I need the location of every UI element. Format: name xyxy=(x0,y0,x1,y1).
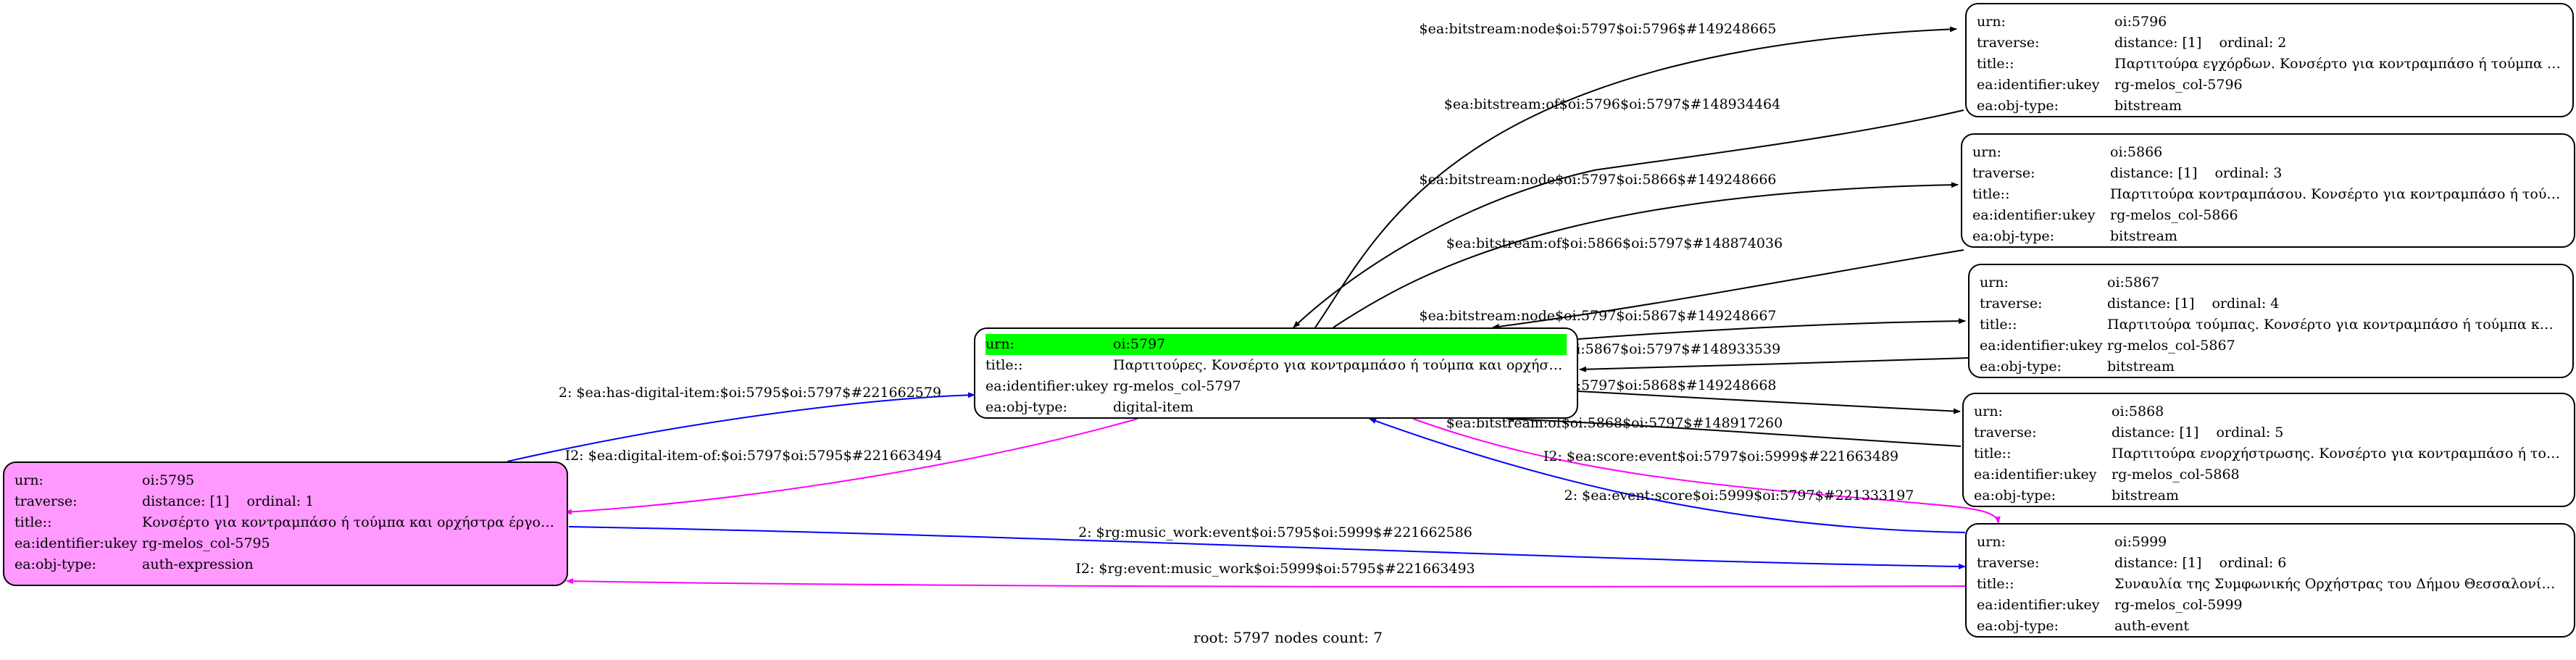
edge-label: 2: $rg:music_work:event$oi:5795$oi:5999$… xyxy=(1078,525,1472,540)
field-title: title::Παρτιτούρα ενορχήστρωσης. Κονσέρτ… xyxy=(1974,446,2564,461)
edge-label: $ea:bitstream:of$oi:5868$oi:5797$#148917… xyxy=(1446,415,1783,431)
field-obj-type: ea:obj-type:bitstream xyxy=(1977,98,2182,114)
edge-bitstream-node-5796 xyxy=(1314,26,1957,328)
edge-bitstream-of-5868 xyxy=(1506,416,1962,447)
field-traverse: traverse:distance: [1]ordinal: 2 xyxy=(1977,35,2287,51)
edge-bitstream-of-5866 xyxy=(1492,249,1964,330)
edge-music-work-event xyxy=(568,526,1966,569)
node-5866[interactable]: urn:oi:5866 traverse:distance: [1]ordina… xyxy=(1961,133,2575,248)
field-traverse: traverse:distance: [1]ordinal: 6 xyxy=(1977,555,2287,571)
node-5999[interactable]: urn:oi:5999 traverse:distance: [1]ordina… xyxy=(1965,523,2575,638)
field-title: title::Παρτιτούρα εγχόρδων. Κονσέρτο για… xyxy=(1977,56,2562,72)
edge-label: 2: $ea:event:score$oi:5999$oi:5797$#2213… xyxy=(1564,488,1914,504)
graph-footer: root: 5797 nodes count: 7 xyxy=(1193,629,1383,646)
edge-label: $ea:bitstream:node$oi:5797$oi:5796$#1492… xyxy=(1420,21,1777,37)
edge-event-score xyxy=(1369,418,1966,533)
field-title: title::Παρτιτούρα κοντραμπάσου. Κονσέρτο… xyxy=(1972,186,2564,202)
field-title: title::Συναυλία της Συμφωνικής Ορχήστρας… xyxy=(1977,576,2564,592)
edge-digital-item-of xyxy=(564,418,1138,515)
node-5796[interactable]: urn:oi:5796 traverse:distance: [1]ordina… xyxy=(1965,3,2574,117)
field-urn: urn:oi:5999 xyxy=(1977,534,2167,550)
field-traverse: traverse:distance: [1]ordinal: 4 xyxy=(1980,296,2280,312)
field-obj-type: ea:obj-type:bitstream xyxy=(1972,228,2177,244)
edge-label: I2: $rg:event:music_work$oi:5999$oi:5795… xyxy=(1075,561,1475,577)
edge-event-music-work xyxy=(566,578,1967,588)
edge-label: $ea:bitstream:node$oi:5797$oi:5867$#1492… xyxy=(1420,308,1777,324)
field-obj-type: ea:obj-type:auth-expression xyxy=(14,556,254,572)
edge-bitstream-of-5867 xyxy=(1579,357,1970,372)
field-urn: urn:oi:5796 xyxy=(1977,14,2167,30)
field-urn: urn:oi:5866 xyxy=(1972,144,2163,160)
field-traverse: traverse:distance: [1]ordinal: 1 xyxy=(14,493,314,509)
edge-label: $ea:bitstream:node$oi:5797$oi:5866$#1492… xyxy=(1420,172,1777,188)
edge-label: I2: $ea:score:event$oi:5797$oi:5999$#221… xyxy=(1543,448,1898,464)
field-obj-type: ea:obj-type:digital-item xyxy=(985,399,1193,415)
edge-label: $ea:bitstream:of$oi:5866$oi:5797$#148874… xyxy=(1446,235,1783,251)
node-5797-root[interactable]: urn:oi:5797 title::Παρτιτούρες. Κονσέρτο… xyxy=(974,327,1578,419)
field-title: title::Κονσέρτο για κοντραμπάσο ή τούμπα… xyxy=(14,514,557,530)
edge-bitstream-node-5866 xyxy=(1333,182,1959,328)
edge-score-event xyxy=(1412,418,2001,524)
field-obj-type: ea:obj-type:bitstream xyxy=(1974,488,2179,504)
edge-label: $ea:bitstream:of$oi:5796$oi:5797$#148934… xyxy=(1444,96,1780,112)
edge-label: 2: $ea:has-digital-item:$oi:5795$oi:5797… xyxy=(559,385,941,401)
edge-bitstream-node-5867 xyxy=(1577,318,1966,340)
node-5867[interactable]: urn:oi:5867 traverse:distance: [1]ordina… xyxy=(1968,264,2574,378)
field-urn: urn:oi:5797 xyxy=(985,334,1567,355)
field-urn: urn:oi:5868 xyxy=(1974,404,2164,419)
field-obj-type: ea:obj-type:bitstream xyxy=(1980,359,2175,375)
field-title: title::Παρτιτούρες. Κονσέρτο για κοντραμ… xyxy=(985,357,1567,373)
field-urn: urn:oi:5867 xyxy=(1980,275,2160,291)
node-5795[interactable]: urn:oi:5795 traverse:distance: [1]ordina… xyxy=(3,461,568,586)
edge-bitstream-node-5868 xyxy=(1577,390,1961,414)
field-title: title::Παρτιτούρα τούμπας. Κονσέρτο για … xyxy=(1980,317,2562,333)
edge-has-digital-item xyxy=(507,392,975,462)
node-5868[interactable]: urn:oi:5868 traverse:distance: [1]ordina… xyxy=(1962,393,2575,507)
edge-label: I2: $ea:digital-item-of:$oi:5797$oi:5795… xyxy=(565,448,943,464)
field-urn: urn:oi:5795 xyxy=(14,472,195,488)
field-traverse: traverse:distance: [1]ordinal: 3 xyxy=(1972,165,2283,181)
field-obj-type: ea:obj-type:auth-event xyxy=(1977,618,2189,634)
field-traverse: traverse:distance: [1]ordinal: 5 xyxy=(1974,425,2284,440)
edge-bitstream-of-5796 xyxy=(1293,109,1964,328)
